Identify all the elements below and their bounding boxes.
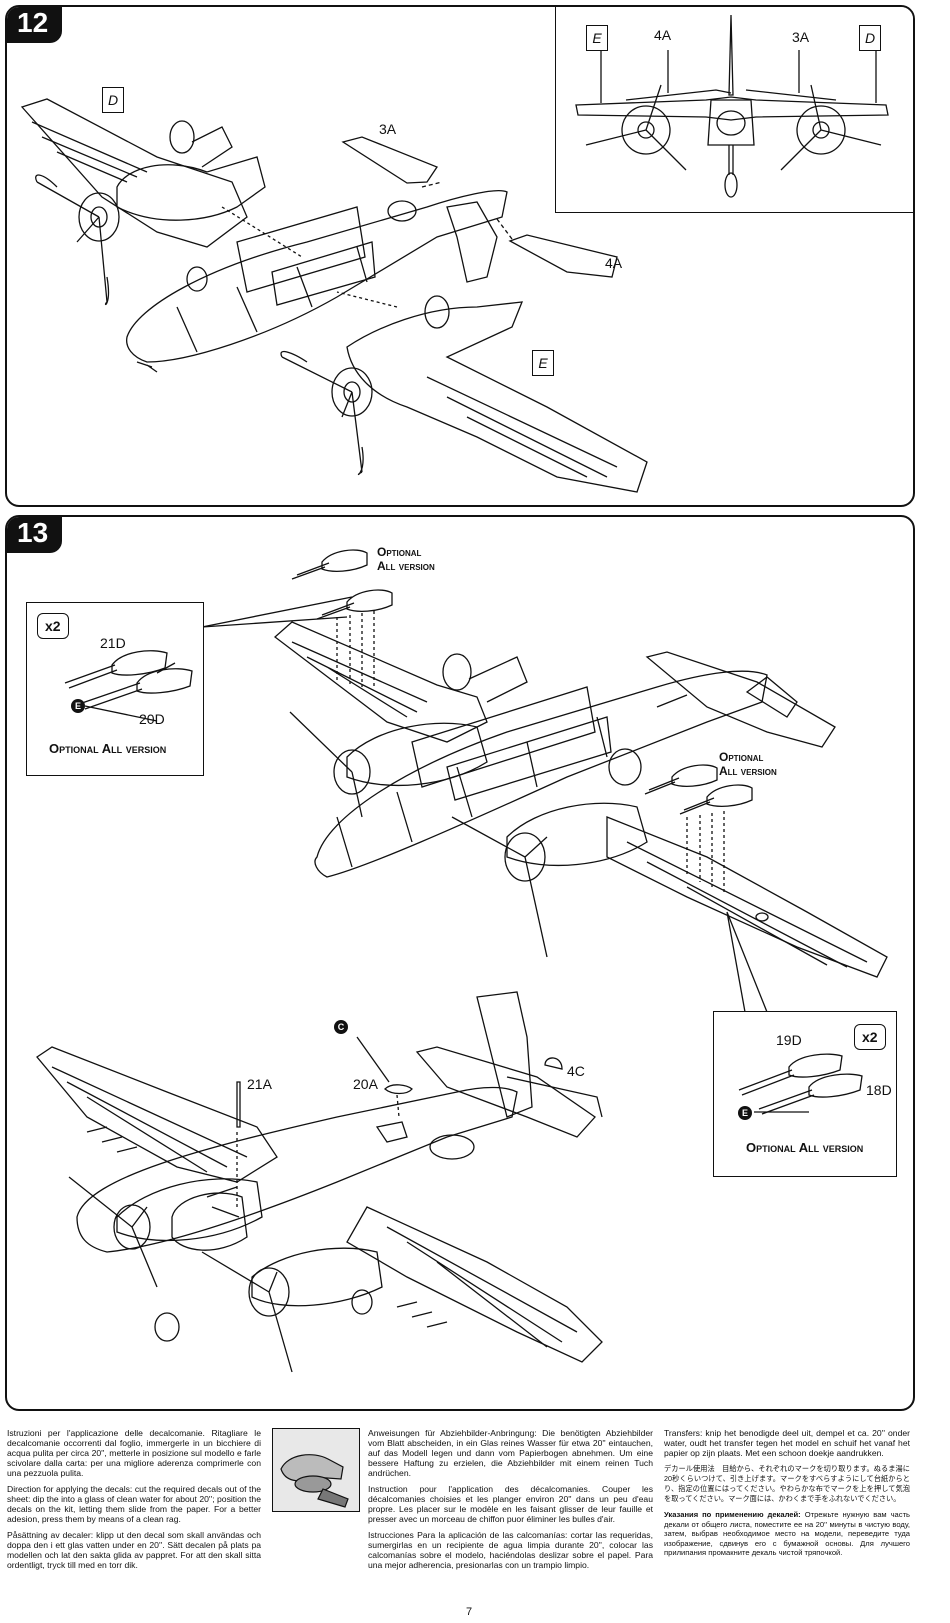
right-inset-gun-parts — [738, 1053, 863, 1115]
optional-mid-line2: All version — [719, 764, 777, 778]
instructions-dutch: Transfers: knip het benodigde deel uit, … — [664, 1428, 910, 1458]
instructions-column-1: Istruzioni per l'applicazione delle deca… — [7, 1428, 261, 1576]
step-12-number: 12 — [7, 7, 63, 43]
inset-callout-d: D — [859, 25, 881, 51]
instructions-russian: Отрежьте нужную вам часть декали от обще… — [664, 1510, 910, 1557]
decal-hand-icon — [280, 1454, 349, 1508]
label-part-21a: 21A — [247, 1076, 272, 1092]
front-view-drawing — [575, 14, 889, 198]
left-inset-caption: Optional All version — [49, 741, 167, 756]
instructions-column-2: Anweisungen für Abziehbilder-Anbringung:… — [368, 1428, 653, 1576]
instructions-french: Instruction pour l'application des décal… — [368, 1484, 653, 1524]
instructions-swedish: Påsättning av decaler: klipp ut den deca… — [7, 1530, 261, 1570]
label-part-4a: 4A — [605, 255, 623, 271]
inset-callout-e: E — [586, 25, 608, 51]
inset-label-4a: 4A — [654, 27, 672, 43]
instructions-column-3: Transfers: knip het benodigde deel uit, … — [664, 1428, 910, 1564]
right-inset-circle-e: E — [738, 1106, 752, 1120]
instructions-english: Direction for applying the decals: cut t… — [7, 1484, 261, 1524]
step-13-number: 13 — [7, 517, 63, 553]
left-inset-circle-e: E — [71, 699, 85, 713]
label-part-20a: 20A — [353, 1076, 378, 1092]
callout-e: E — [532, 350, 554, 376]
step-13-left-inset: x2 21D E 20D Optional All version — [26, 602, 204, 776]
instructions-german: Anweisungen für Abziehbilder-Anbringung:… — [368, 1428, 653, 1478]
instructions-russian-title: Указания по применению декалей: — [664, 1510, 801, 1519]
right-inset-count: x2 — [854, 1024, 886, 1050]
step-12-front-view-inset: E 4A 3A D — [555, 7, 913, 213]
optional-top-label: Optional All version — [377, 545, 435, 573]
left-inset-gun-parts — [64, 650, 193, 722]
step-12-panel: 12 — [5, 5, 915, 507]
step-13-right-inset: x2 19D 18D E Optional All version — [713, 1011, 897, 1177]
instructions-spanish: Istrucciones Para la aplicación de las c… — [368, 1530, 653, 1570]
right-inset-caption: Optional All version — [746, 1140, 864, 1155]
instructions-japanese: デカール使用法 目給から、それぞれのマークを切り取ります。ぬるま湯に20秒くらい… — [664, 1464, 910, 1503]
step-13-panel: 13 — [5, 515, 915, 1411]
instructions-italian: Istruzioni per l'applicazione delle deca… — [7, 1428, 261, 1478]
optional-mid-label: Optional All version — [719, 750, 777, 778]
step-13-assembly-drawing — [36, 549, 888, 1373]
step-12-exploded-drawing — [20, 98, 648, 493]
circle-c: C — [334, 1020, 348, 1034]
optional-top-line2: All version — [377, 559, 435, 573]
callout-d: D — [102, 87, 124, 113]
optional-mid-line1: Optional — [719, 750, 764, 764]
left-inset-label-20d: 20D — [139, 711, 165, 727]
page-number: 7 — [466, 1606, 473, 1618]
right-inset-label-18d: 18D — [866, 1082, 892, 1098]
label-part-4c: 4C — [567, 1063, 585, 1079]
label-part-3a: 3A — [379, 121, 397, 137]
left-inset-count: x2 — [37, 613, 69, 639]
right-inset-label-19d: 19D — [776, 1032, 802, 1048]
optional-top-line1: Optional — [377, 545, 422, 559]
decal-illustration — [272, 1428, 360, 1512]
inset-label-3a: 3A — [792, 29, 810, 45]
left-inset-label-21d: 21D — [100, 635, 126, 651]
